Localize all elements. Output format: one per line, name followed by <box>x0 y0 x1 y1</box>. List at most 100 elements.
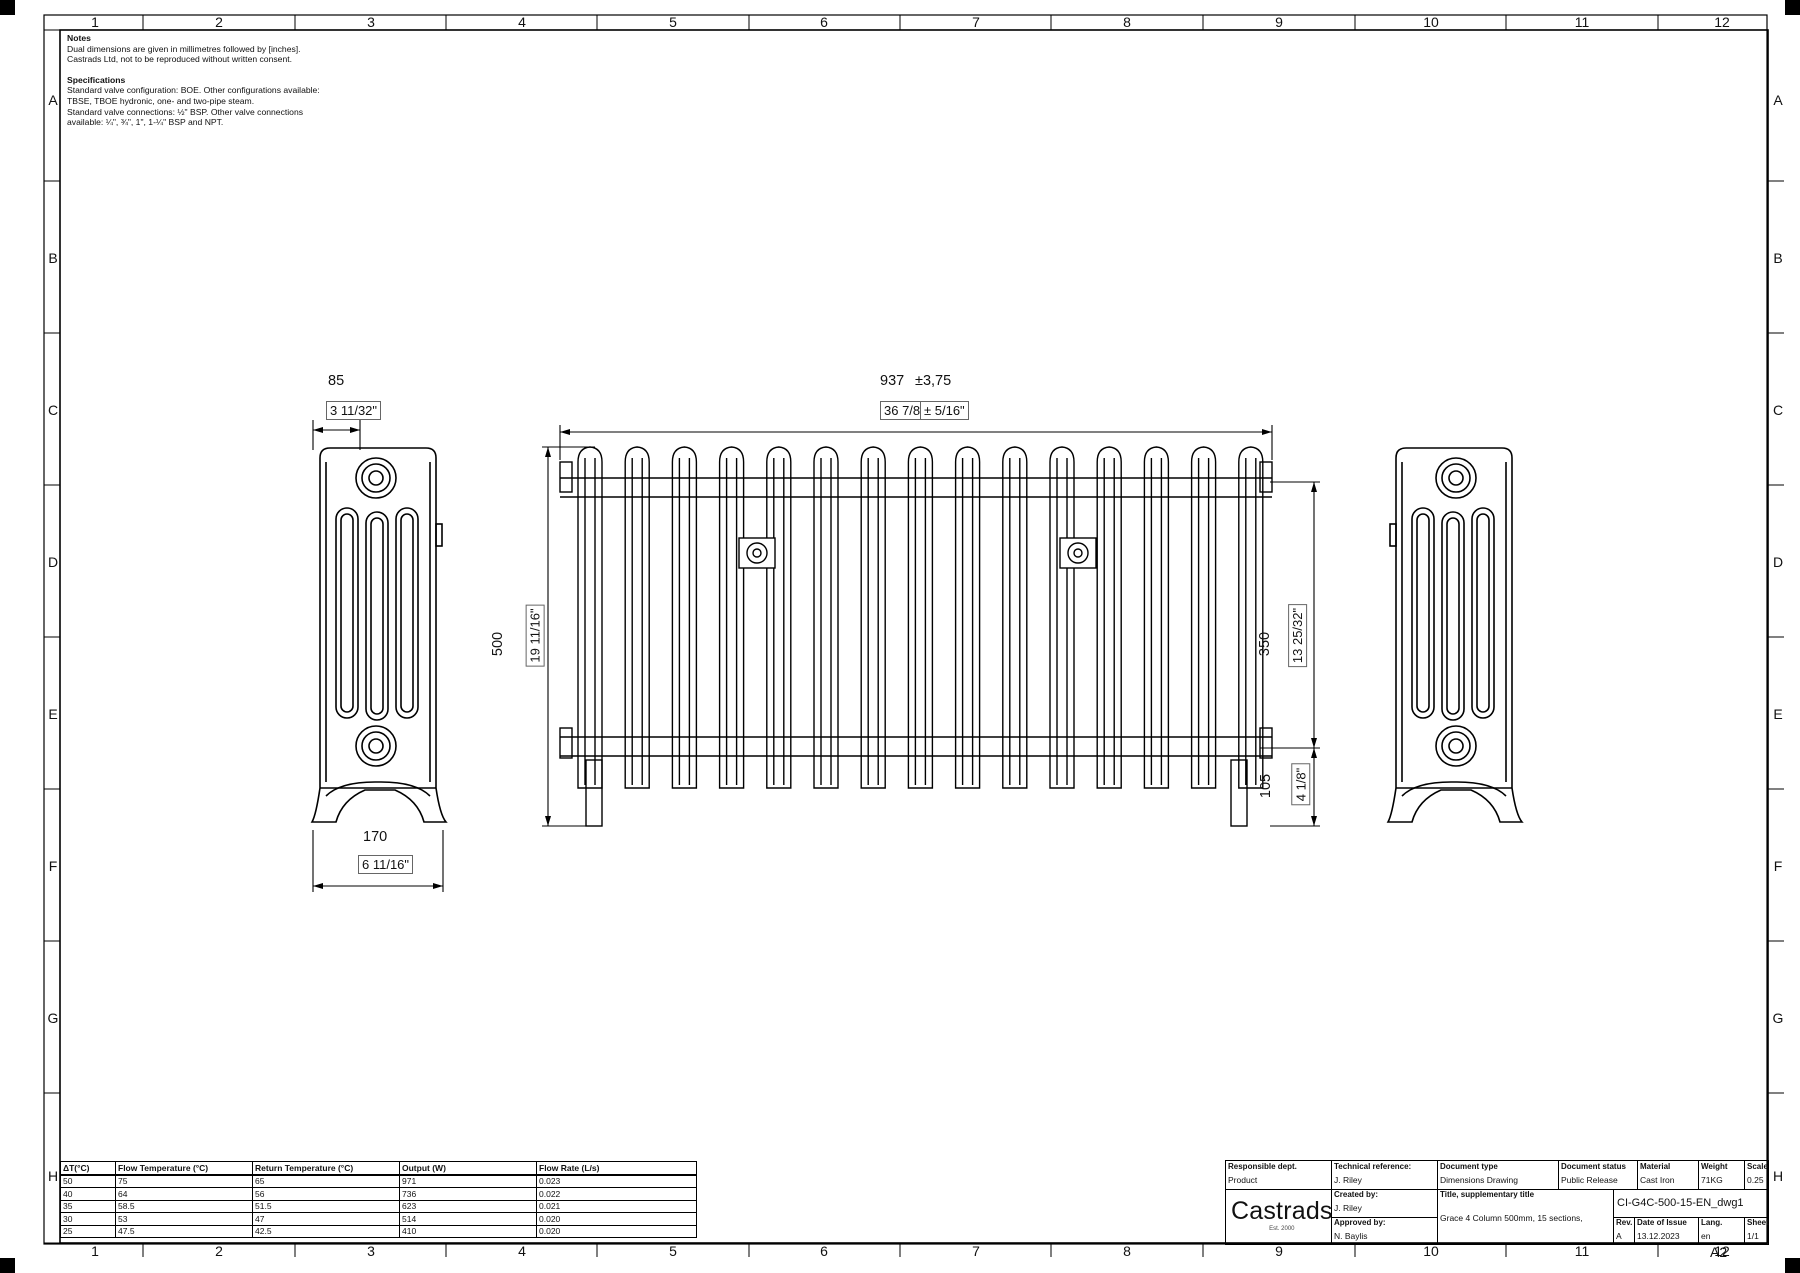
floor-height-mm: 105 <box>1258 773 1275 799</box>
title-cell: Title, supplementary title Grace 4 Colum… <box>1440 1190 1583 1223</box>
column-header: Flow Temperature (°C) <box>115 1161 253 1176</box>
table-cell: 42.5 <box>252 1224 400 1238</box>
grid-column-label: 2 <box>215 14 223 30</box>
revision-cell: Rev. A <box>1616 1218 1633 1241</box>
radiator-section <box>1002 446 1028 789</box>
corner-mark <box>1785 1258 1800 1273</box>
radiator-section <box>1143 446 1170 789</box>
corner-mark <box>0 1258 15 1273</box>
table-cell: 58.5 <box>115 1199 253 1213</box>
grid-column-label: 3 <box>367 14 375 30</box>
sheet-cell: Sheet 1/1 <box>1747 1218 1769 1241</box>
column-header: Flow Rate (L/s) <box>536 1161 697 1176</box>
grid-column-label: 6 <box>820 14 828 30</box>
grid-column-label: 9 <box>1275 14 1283 30</box>
column-header: Output (W) <box>399 1161 537 1176</box>
grid-row-label: B <box>1773 250 1783 266</box>
grid-column-label: 7 <box>972 14 980 30</box>
created-by-cell: Created by: J. Riley <box>1334 1190 1379 1213</box>
spec-line: TBSE, TBOE hydronic, one- and two-pipe s… <box>67 95 255 106</box>
document-type-cell: Document type Dimensions Drawing <box>1440 1162 1518 1185</box>
castrads-logo: Castrads Est. 2000 <box>1231 1197 1333 1232</box>
spec-line: Standard valve configuration: BOE. Other… <box>67 85 320 96</box>
table-cell: 0.020 <box>536 1212 697 1226</box>
grid-column-label: 8 <box>1123 1243 1131 1259</box>
grid-column-label: 11 <box>1574 1243 1590 1259</box>
table-cell: 410 <box>399 1224 537 1238</box>
grid-row-label: F <box>48 858 58 874</box>
table-cell: 50 <box>60 1174 116 1188</box>
grid-column-label: 12 <box>1714 14 1730 30</box>
grid-row-label: G <box>1772 1010 1784 1026</box>
length-in: 36 7/8" <box>880 401 929 420</box>
column-header: ΔT(°C) <box>60 1161 116 1176</box>
end-view-left <box>310 447 448 823</box>
date-cell: Date of Issue 13.12.2023 <box>1637 1218 1687 1241</box>
radiator-section <box>954 446 981 789</box>
centres-in: 13 25/32" <box>1288 603 1308 668</box>
radiator-section <box>671 446 698 789</box>
grid-column-label: 1 <box>91 1243 99 1259</box>
radiator-section <box>1049 446 1075 789</box>
grid-row-label: H <box>1772 1168 1784 1184</box>
height-in: 19 11/16" <box>525 604 545 667</box>
grid-column-label: 12 <box>1714 1243 1730 1259</box>
grid-row-label: C <box>1772 402 1784 418</box>
table-cell: 0.021 <box>536 1199 697 1213</box>
title-block: Responsible dept. Product Technical refe… <box>1225 1160 1769 1245</box>
weight-cell: Weight 71KG <box>1701 1162 1728 1185</box>
table-cell: 40 <box>60 1187 116 1201</box>
radiator-section <box>718 446 745 789</box>
table-cell: 514 <box>399 1212 537 1226</box>
radiator-section <box>1096 446 1122 789</box>
table-cell: 51.5 <box>252 1199 400 1213</box>
grid-column-label: 4 <box>518 14 526 30</box>
table-cell: 47 <box>252 1212 400 1226</box>
centres-mm: 350 <box>1257 631 1274 657</box>
table-cell: 64 <box>115 1187 253 1201</box>
table-cell: 30 <box>60 1212 116 1226</box>
grid-column-label: 1 <box>91 14 99 30</box>
grid-row-label: G <box>47 1010 59 1026</box>
radiator-section <box>813 446 839 789</box>
table-cell: 623 <box>399 1199 537 1213</box>
document-status-cell: Document status Public Release <box>1561 1162 1626 1185</box>
length-tolerance-in: ± 5/16" <box>920 401 969 420</box>
table-cell: 53 <box>115 1212 253 1226</box>
notes-line: Dual dimensions are given in millimetres… <box>67 43 301 54</box>
grid-row-label: E <box>1773 706 1783 722</box>
table-cell: 35 <box>60 1199 116 1213</box>
grid-column-label: 10 <box>1423 14 1439 30</box>
table-cell: 75 <box>115 1174 253 1188</box>
scale-cell: Scale 0.25 <box>1747 1162 1768 1185</box>
responsible-dept: Product <box>1228 1175 1258 1185</box>
grid-column-label: 11 <box>1574 14 1590 30</box>
front-view <box>559 446 1273 827</box>
radiator-section <box>624 446 650 789</box>
radiator-section <box>907 446 934 789</box>
approved-by-cell: Approved by: N. Baylis <box>1334 1218 1386 1241</box>
grid-column-label: 3 <box>367 1243 375 1259</box>
paper-size: A2 <box>1710 1244 1728 1260</box>
corner-mark <box>0 0 15 15</box>
grid-row-label: C <box>47 402 59 418</box>
grid-column-label: 5 <box>669 1243 677 1259</box>
table-cell: 0.023 <box>536 1174 697 1188</box>
table-cell: 971 <box>399 1174 537 1188</box>
grid-column-label: 4 <box>518 1243 526 1259</box>
table-header-row: ΔT(°C) Flow Temperature (°C) Return Temp… <box>60 1161 697 1176</box>
spec-heading: Specifications <box>67 74 126 85</box>
depth-top-in: 3 11/32" <box>326 401 382 420</box>
grid-row-label: A <box>48 92 58 108</box>
drawing-number: CI-G4C-500-15-EN_dwg1 <box>1617 1197 1744 1209</box>
spec-line: available: ¼", ¾", 1", 1-¼" BSP and NPT. <box>67 117 224 128</box>
table-cell: 65 <box>252 1174 400 1188</box>
floor-height-in: 4 1/8" <box>1291 763 1311 806</box>
material-cell: Material Cast Iron <box>1640 1162 1675 1185</box>
depth-foot-in: 6 11/16" <box>358 855 414 874</box>
